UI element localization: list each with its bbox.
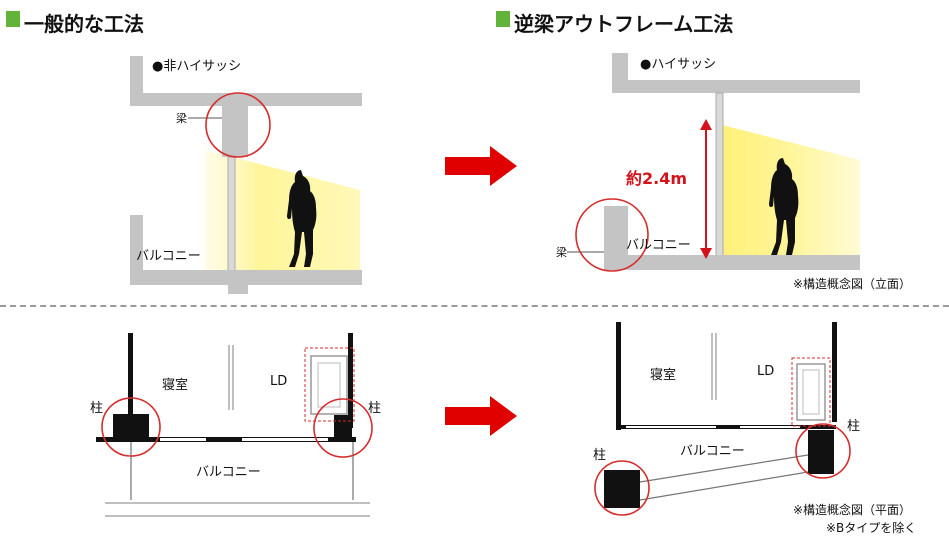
- sofa-r: [796, 363, 826, 421]
- sill-window-r: [626, 426, 716, 428]
- dimension-arrow-bottom: [700, 248, 712, 259]
- wall-left-vertical: [128, 333, 133, 418]
- window-sash-left: [227, 156, 236, 278]
- sill-window-2: [242, 438, 328, 441]
- sill-line-left: [96, 437, 356, 442]
- balcony-label-top-left: バルコニー: [136, 249, 201, 264]
- note-exclusion: ※Bタイプを除く: [826, 521, 917, 535]
- beam-circle-right: [575, 198, 649, 272]
- dimension-arrow-top: [700, 119, 712, 130]
- wall-right-vertical: [348, 333, 353, 428]
- beam-circle-left: [205, 92, 271, 158]
- arrow-bottom: [445, 396, 517, 436]
- balcony-label-bottom-left: バルコニー: [196, 465, 261, 480]
- sill-line-right: [616, 425, 836, 429]
- beam-label-left: 梁: [176, 112, 187, 125]
- partition-left: [228, 345, 234, 410]
- heading-right: 逆梁アウトフレーム工法: [514, 12, 734, 36]
- note-plan: ※構造概念図（平面）: [793, 503, 912, 517]
- column-label-left-r: 柱: [593, 448, 607, 463]
- partition-right: [711, 333, 717, 400]
- column-circle-right: [313, 398, 373, 458]
- upper-wall-left: [130, 56, 362, 106]
- column-label-right: 柱: [368, 401, 382, 416]
- sill-window: [160, 438, 206, 441]
- sofa-inner: [317, 362, 341, 408]
- sash-label-left: ●非ハイサッシ: [152, 59, 242, 74]
- note-elevation: ※構造概念図（立面）: [793, 277, 912, 291]
- ld-label-left: LD: [270, 374, 288, 389]
- sofa: [310, 355, 348, 415]
- elevation-reverse-beam: [567, 53, 860, 272]
- sofa-frame: [304, 347, 355, 422]
- wall-right-vertical-r: [832, 322, 837, 422]
- column-left-r: [604, 470, 640, 508]
- column-label-right-r: 柱: [847, 419, 861, 434]
- beam-label-right: 梁: [556, 246, 567, 259]
- silhouette-left: [287, 170, 317, 267]
- column-circle-left-r: [594, 460, 650, 516]
- bedroom-label-left: 寝室: [162, 378, 189, 393]
- heading-left: 一般的な工法: [24, 12, 144, 36]
- upper-wall-right: [612, 53, 860, 93]
- column-right-r: [808, 430, 834, 474]
- plan-reverse-beam: [594, 322, 851, 516]
- light-area-left: [205, 150, 360, 270]
- column-left: [113, 414, 149, 440]
- plan-conventional: [96, 333, 373, 517]
- sofa-inner-r: [802, 369, 820, 415]
- column-circle-left: [101, 397, 161, 457]
- wall-left-vertical-r: [616, 322, 621, 430]
- elevation-conventional: [130, 56, 362, 294]
- sash-label-right: ●ハイサッシ: [640, 57, 717, 72]
- column-label-left: 柱: [90, 401, 104, 416]
- balcony-label-top-right: バルコニー: [626, 238, 691, 253]
- sill-window-r2: [740, 426, 800, 428]
- heading-left-green-square: [6, 11, 20, 27]
- height-label: 約2.4m: [626, 169, 688, 188]
- ld-label-right: LD: [757, 364, 775, 379]
- heading-right-green-square: [496, 11, 510, 27]
- balcony-label-bottom-right: バルコニー: [680, 444, 745, 459]
- column-circle-right-r: [795, 423, 851, 479]
- section-divider: [0, 305, 949, 307]
- floor-right: [604, 206, 860, 270]
- beam-left: [222, 93, 248, 157]
- silhouette-right: [769, 158, 799, 255]
- floor-slab-left: [130, 215, 362, 294]
- arrow-top: [445, 146, 517, 186]
- balcony-rail-left: [130, 442, 354, 500]
- bedroom-label-right: 寝室: [650, 368, 677, 383]
- window-sash-right: [715, 92, 724, 257]
- balcony-outline: [639, 454, 809, 501]
